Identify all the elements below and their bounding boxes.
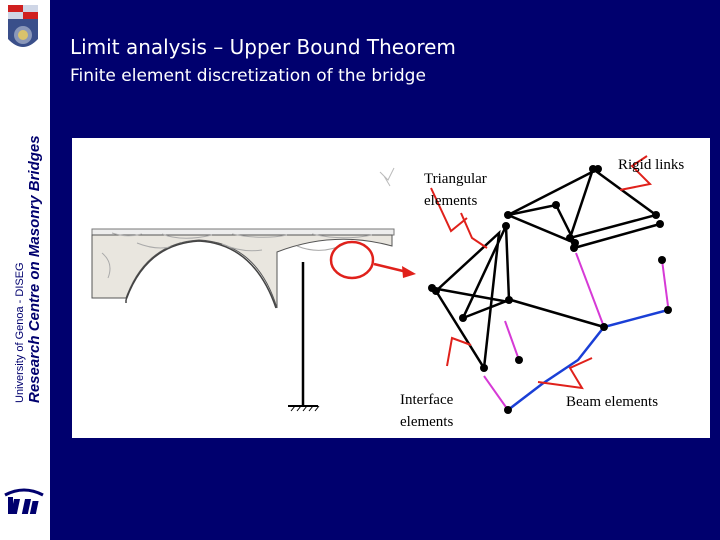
callout-pointers (430, 155, 653, 390)
beam-elements-label: Beam elements (566, 394, 659, 410)
diagram-panel: Triangular elements Rigid links Interfac… (72, 138, 710, 438)
triangular-elements-label: Triangular elements (424, 171, 487, 209)
centre-logo-icon (4, 488, 44, 514)
interface-elements-label: Interface elements (400, 392, 454, 430)
small-mesh-marker (379, 167, 395, 187)
university-seal-icon (8, 5, 38, 47)
sidebar: University of Genoa - DISEG Research Cen… (0, 0, 50, 540)
mesh-nodes (428, 165, 672, 414)
centre-label: Research Centre on Masonry Bridges (26, 135, 43, 403)
zoom-circle (329, 240, 375, 280)
bridge-diagram (91, 155, 672, 414)
beam-elements (507, 308, 669, 411)
page-subtitle: Finite element discretization of the bri… (70, 66, 426, 86)
triangular-elements (434, 166, 659, 372)
rigid-links-label: Rigid links (618, 157, 685, 173)
zoom-arrow (402, 266, 416, 278)
rigid-links (431, 167, 661, 329)
institution-label: University of Genoa - DISEG (14, 262, 26, 403)
bridge-elevation (91, 228, 395, 412)
page-title: Limit analysis – Upper Bound Theorem (70, 35, 456, 59)
interface-elements (483, 252, 669, 411)
